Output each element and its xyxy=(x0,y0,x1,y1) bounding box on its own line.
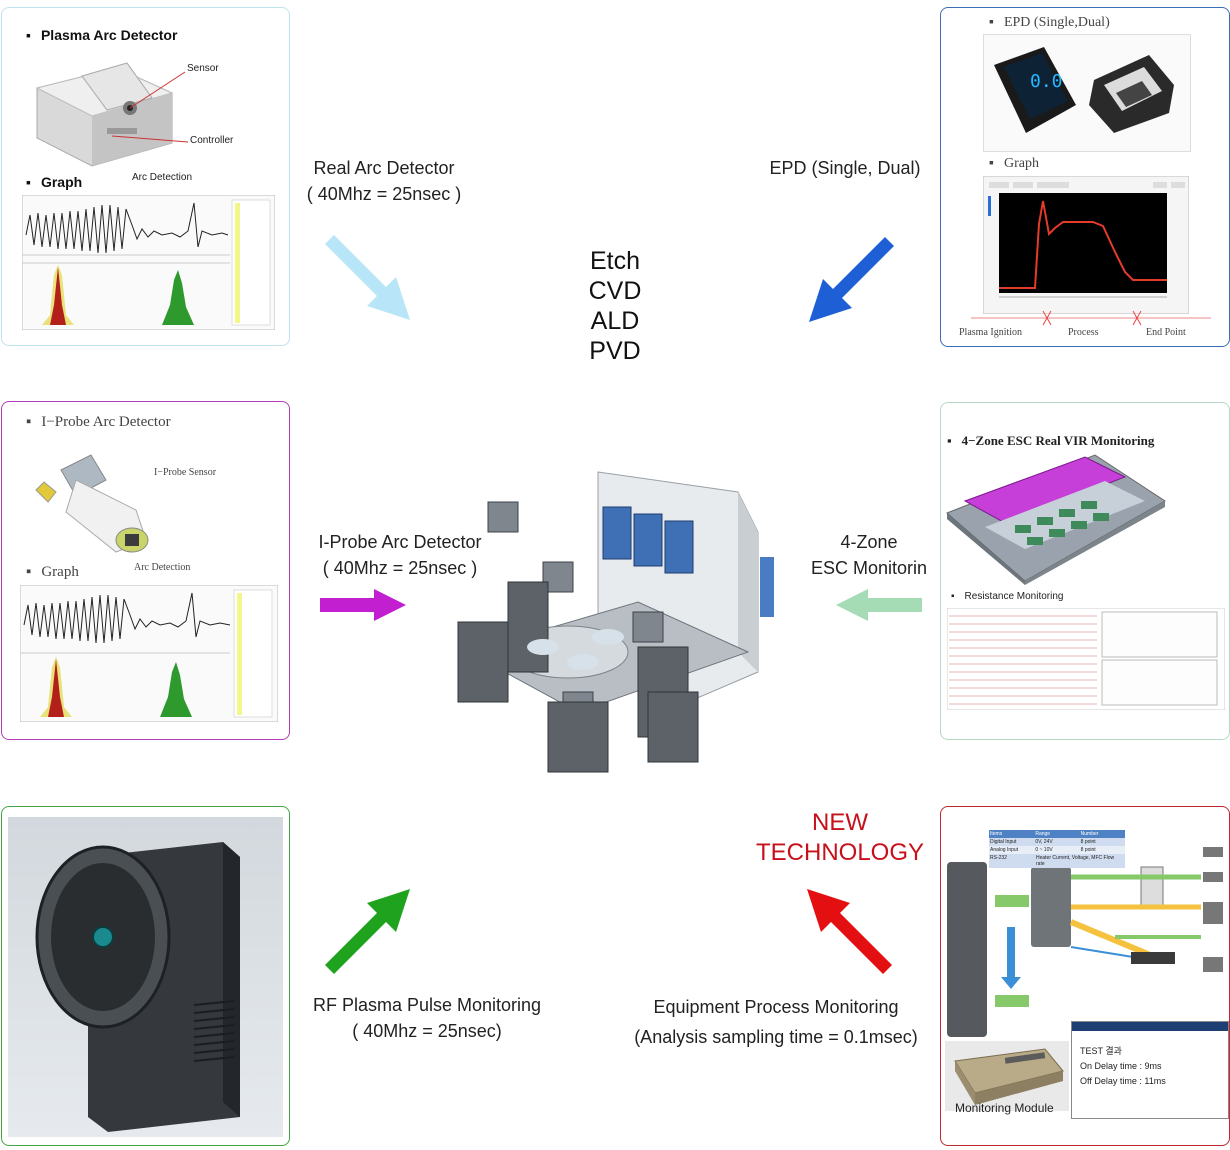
equipment-line2: (Analysis sampling time = 0.1msec) xyxy=(634,1027,918,1047)
spec-cell: 8 point xyxy=(1080,847,1096,853)
epd-title: EPD (Single,Dual) xyxy=(989,15,1110,31)
plasma-graph-title: Graph xyxy=(26,174,82,190)
iprobe-arc-detector-panel: I−Probe Arc Detector I−Probe Sensor Grap… xyxy=(1,401,290,740)
plasma-arc-device-image xyxy=(35,62,174,167)
esc-line2: ESC Monitorin xyxy=(810,558,928,578)
rf-plasma-device-image xyxy=(8,817,283,1137)
equipment-line1: Equipment Process Monitoring xyxy=(653,997,899,1017)
equipment-process-label: Equipment Process Monitoring (Analysis s… xyxy=(622,992,930,1052)
spec-row: Digital Input 0V, 24V 8 point xyxy=(989,838,1125,846)
epd-phase-markers xyxy=(971,310,1211,326)
spec-cell: 0 ~ 10V xyxy=(1035,847,1053,853)
rf-line1: RF Plasma Pulse Monitoring xyxy=(312,995,542,1015)
arrow-red xyxy=(807,889,892,974)
test-results-screen: TEST 결과 On Delay time : 9ms Off Delay ti… xyxy=(1071,1021,1229,1119)
esc-label: 4-Zone ESC Monitorin xyxy=(802,529,936,581)
phase-process: Process xyxy=(1068,327,1099,338)
real-arc-line1: Real Arc Detector xyxy=(313,158,455,178)
iprobe-arc-detection-label: Arc Detection xyxy=(134,562,191,573)
new-tech-line2: TECHNOLOGY xyxy=(755,839,925,866)
phase-plasma-ignition: Plasma Ignition xyxy=(959,327,1023,338)
iprobe-line1: I-Probe Arc Detector xyxy=(318,532,482,552)
process-list: Etch CVD ALD PVD xyxy=(555,246,675,366)
arrow-mint xyxy=(836,589,922,621)
phase-end-point: End Point xyxy=(1146,327,1186,338)
epd-label: EPD (Single, Dual) xyxy=(760,155,930,181)
iprobe-label: I-Probe Arc Detector ( 40Mhz = 25nsec ) xyxy=(304,529,496,581)
spec-row: Analog Input 0 ~ 10V 8 point xyxy=(989,846,1125,854)
plasma-waveform-graph xyxy=(22,195,275,330)
arrow-magenta xyxy=(320,589,406,621)
new-technology-label: NEW TECHNOLOGY xyxy=(750,808,930,868)
process-ald: ALD xyxy=(590,307,640,335)
spec-header-number: Number xyxy=(1080,831,1099,837)
arrow-light-blue xyxy=(325,235,410,320)
real-arc-detector-label: Real Arc Detector ( 40Mhz = 25nsec ) xyxy=(300,155,468,207)
spec-header-items: Items xyxy=(990,831,1003,837)
process-etch: Etch xyxy=(589,247,641,275)
equipment-monitoring-panel: Items Range Number Digital Input 0V, 24V… xyxy=(940,806,1230,1146)
semiconductor-tool-image xyxy=(457,471,774,773)
esc-title: 4−Zone ESC Real VIR Monitoring xyxy=(947,433,1155,449)
off-delay-time: Off Delay time : 11ms xyxy=(1080,1076,1166,1086)
spec-cell: Analog Input xyxy=(990,847,1019,853)
arrow-green xyxy=(325,889,410,974)
arrow-blue xyxy=(809,237,894,322)
on-delay-time: On Delay time : 9ms xyxy=(1080,1061,1162,1071)
iprobe-title: I−Probe Arc Detector xyxy=(26,414,170,431)
iprobe-line2: ( 40Mhz = 25nsec ) xyxy=(322,558,478,578)
epd-graph-title: Graph xyxy=(989,156,1039,172)
process-pvd: PVD xyxy=(589,337,641,365)
arc-detection-label: Arc Detection xyxy=(132,172,193,183)
esc-line1: 4-Zone xyxy=(840,532,898,552)
iprobe-sensor-label: I−Probe Sensor xyxy=(154,467,217,478)
new-tech-line1: NEW xyxy=(812,809,868,836)
plasma-arc-detector-panel: Plasma Arc Detector Sensor Controller Gr… xyxy=(1,7,290,346)
sensor-label: Sensor xyxy=(187,63,219,74)
iprobe-sensor-image xyxy=(35,454,149,553)
esc-board-image xyxy=(946,454,1166,585)
spec-cell: RS-232 xyxy=(990,855,1007,861)
plasma-arc-title: Plasma Arc Detector xyxy=(26,27,177,43)
esc-resistance-table xyxy=(947,608,1225,710)
equipment-diagram xyxy=(945,827,1227,1042)
iprobe-graph-title: Graph xyxy=(26,564,79,581)
spec-cell: Digital Input xyxy=(990,839,1017,845)
rf-plasma-panel xyxy=(1,806,290,1146)
epd-graph xyxy=(983,176,1189,314)
esc-resistance-title: Resistance Monitoring xyxy=(951,591,1064,602)
monitoring-module-photo xyxy=(945,1041,1069,1111)
spec-header-range: Range xyxy=(1035,831,1051,837)
spec-cell: 0V, 24V xyxy=(1035,839,1053,845)
spec-cell: Heater Current, Voltage, MFC Flow rate xyxy=(1036,855,1115,867)
epd-panel: EPD (Single,Dual) 0.0 Graph Plasma Ignit… xyxy=(940,7,1230,347)
epd-line1: EPD (Single, Dual) xyxy=(769,158,921,178)
process-cvd: CVD xyxy=(588,277,642,305)
esc-monitoring-panel: 4−Zone ESC Real VIR Monitoring Resistanc… xyxy=(940,402,1230,740)
real-arc-line2: ( 40Mhz = 25nsec ) xyxy=(306,184,462,204)
spec-cell: 8 point xyxy=(1080,839,1096,845)
rf-line2: ( 40Mhz = 25nsec) xyxy=(352,1021,502,1041)
equipment-spec-table: Items Range Number Digital Input 0V, 24V… xyxy=(989,830,1125,868)
rf-plasma-label: RF Plasma Pulse Monitoring ( 40Mhz = 25n… xyxy=(302,992,552,1044)
monitoring-module-label: Monitoring Module xyxy=(955,1101,1054,1115)
callout-lines xyxy=(111,71,189,143)
epd-display-value: 0.0 xyxy=(1030,71,1063,92)
iprobe-waveform-graph xyxy=(20,585,278,722)
spec-row: RS-232 Heater Current, Voltage, MFC Flow… xyxy=(989,854,1125,868)
test-result-title: TEST 결과 xyxy=(1080,1046,1122,1056)
epd-device-photo: 0.0 xyxy=(983,34,1191,152)
controller-label: Controller xyxy=(190,135,234,146)
